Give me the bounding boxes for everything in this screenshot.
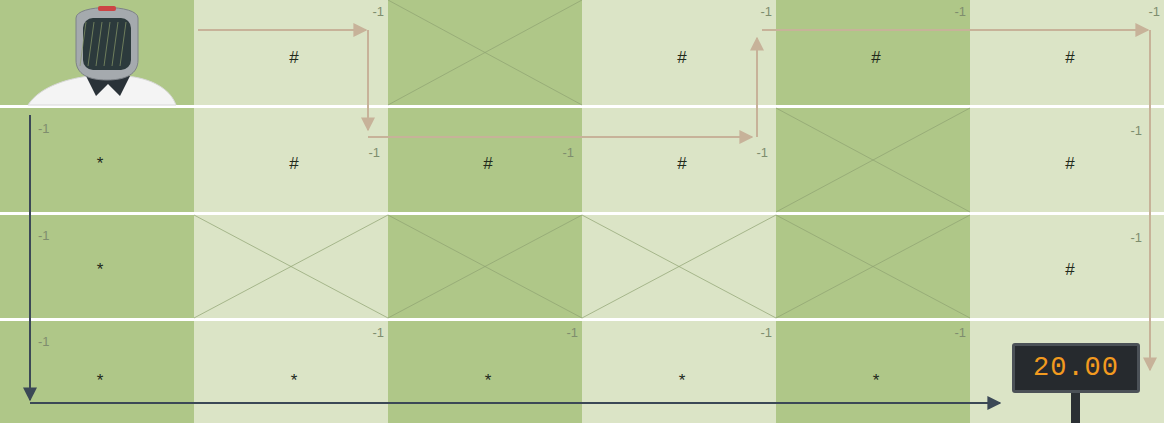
grid-cell: -1 # xyxy=(194,0,388,105)
trajectory-arrow xyxy=(367,30,369,130)
trajectory-arrow xyxy=(756,38,758,137)
grid-cell xyxy=(970,215,1164,318)
reward-value: -1 xyxy=(1130,124,1142,137)
reward-value: -1 xyxy=(368,146,380,159)
grid-cell xyxy=(970,108,1164,212)
grid-cell xyxy=(776,321,970,423)
cell-symbol: # xyxy=(1065,261,1074,278)
grid-cell: -1 # xyxy=(582,0,776,105)
grid-cell xyxy=(0,0,194,105)
grid-cell xyxy=(194,215,388,318)
cell-symbol: * xyxy=(485,372,492,389)
cell-symbol: # xyxy=(289,49,298,66)
grid-cell xyxy=(582,0,776,105)
trajectory-arrow xyxy=(762,29,1148,31)
reward-value: -1 xyxy=(760,5,772,18)
grid-cell: -1 # xyxy=(970,0,1164,105)
cell-symbol: * xyxy=(873,372,880,389)
scoreboard: 20.00 xyxy=(1012,343,1140,393)
grid-cell xyxy=(194,321,388,423)
cell-symbol: # xyxy=(677,49,686,66)
wall-cross xyxy=(582,215,776,318)
grid-cell xyxy=(776,108,970,212)
cell-symbol: # xyxy=(1065,155,1074,172)
grid-cell xyxy=(388,108,582,212)
cell-symbol: * xyxy=(291,372,298,389)
reward-value: -1 xyxy=(38,229,50,242)
grid-cell: -1 * xyxy=(388,321,582,423)
grid-cell xyxy=(388,321,582,423)
cell-symbol: * xyxy=(97,372,104,389)
reward-value: -1 xyxy=(954,5,966,18)
reward-value: -1 xyxy=(38,335,50,348)
grid-cell: -1 # xyxy=(970,215,1164,318)
cell-symbol: # xyxy=(871,49,880,66)
trajectory-arrow xyxy=(368,136,752,138)
reward-value: -1 xyxy=(760,326,772,339)
grid-cell: -1 * xyxy=(0,108,194,212)
grid-cell xyxy=(970,0,1164,105)
grid-cell: -1 # xyxy=(970,108,1164,212)
agent-fencer-icon xyxy=(28,6,176,105)
wall-cross xyxy=(776,108,970,212)
reward-value: -1 xyxy=(1130,231,1142,244)
cell-symbol: # xyxy=(1065,49,1074,66)
cell-symbol: * xyxy=(97,155,104,172)
grid-cell: -1 # xyxy=(388,108,582,212)
wall-cross xyxy=(388,0,582,105)
grid-cell: -1 * xyxy=(776,321,970,423)
wall-cross xyxy=(194,215,388,318)
reward-value: -1 xyxy=(372,326,384,339)
grid-cell: -1 # xyxy=(582,108,776,212)
cell-symbol: # xyxy=(483,155,492,172)
wall-cross xyxy=(388,215,582,318)
trajectory-arrow xyxy=(29,115,31,400)
grid-cell xyxy=(776,215,970,318)
cell-symbol: # xyxy=(289,155,298,172)
grid-cell: -1 * xyxy=(194,321,388,423)
wall-cross xyxy=(776,215,970,318)
reward-value: -1 xyxy=(372,5,384,18)
reward-value: -1 xyxy=(756,146,768,159)
score-display: 20.00 xyxy=(1033,353,1119,383)
cell-symbol: * xyxy=(679,372,686,389)
reward-value: -1 xyxy=(38,122,50,135)
grid-cell: -1 * xyxy=(582,321,776,423)
reward-value: -1 xyxy=(1148,5,1160,18)
grid-cell xyxy=(582,215,776,318)
grid-cell xyxy=(388,215,582,318)
grid-cell xyxy=(582,108,776,212)
trajectory-arrow xyxy=(30,402,1000,404)
cell-symbol: # xyxy=(677,155,686,172)
grid-cell: -1 # xyxy=(194,108,388,212)
scoreboard-stand xyxy=(1071,390,1080,423)
grid-cell xyxy=(582,321,776,423)
trajectory-arrow xyxy=(198,29,366,31)
grid-cell xyxy=(194,108,388,212)
trajectory-arrow xyxy=(1149,30,1151,370)
grid-cell: -1 * xyxy=(0,321,194,423)
grid-cell xyxy=(194,0,388,105)
reward-value: -1 xyxy=(954,326,966,339)
grid-cell: -1 * xyxy=(0,215,194,318)
reward-value: -1 xyxy=(566,326,578,339)
reward-value: -1 xyxy=(562,146,574,159)
cell-symbol: * xyxy=(97,261,104,278)
grid-cell xyxy=(970,321,1164,423)
grid-cell: -1 # xyxy=(776,0,970,105)
grid-cell xyxy=(776,0,970,105)
grid-cell xyxy=(388,0,582,105)
